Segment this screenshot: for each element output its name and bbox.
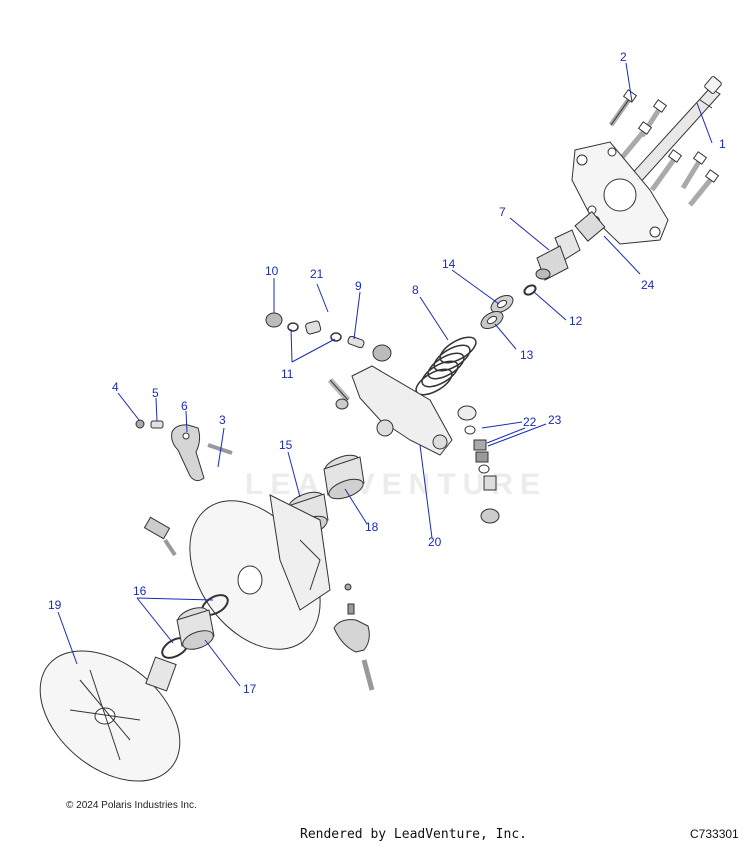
callout-9: 9 <box>355 279 362 293</box>
part-23-22-stack <box>457 405 500 524</box>
part-21-roller <box>305 320 322 335</box>
part-11-washers <box>287 322 342 342</box>
part-8-spring <box>415 336 477 396</box>
callout-6: 6 <box>181 399 188 413</box>
callout-21: 21 <box>310 267 324 281</box>
part-17-bushing <box>176 607 215 650</box>
callout-19: 19 <box>48 598 62 612</box>
movable-sheave <box>189 494 331 650</box>
right-weight <box>333 583 375 691</box>
part-20-arm <box>351 365 453 456</box>
rendered-by-text: Rendered by LeadVenture, Inc. <box>300 827 527 842</box>
part-3-bolt <box>207 443 233 455</box>
leader-lines <box>57 62 713 687</box>
callout-20: 20 <box>428 535 442 549</box>
callout-22: 22 <box>523 415 537 429</box>
callout-7: 7 <box>499 205 506 219</box>
callout-1: 1 <box>719 137 726 151</box>
copyright-text: © 2024 Polaris Industries Inc. <box>66 800 197 811</box>
pin-assembly <box>327 377 351 410</box>
part-7-spacer <box>535 229 581 281</box>
callout-2: 2 <box>620 50 627 64</box>
part-9-pin <box>347 335 365 349</box>
callout-17: 17 <box>243 682 257 696</box>
part-18-bushing <box>323 454 365 500</box>
callout-3: 3 <box>219 413 226 427</box>
part-10-cap <box>265 312 283 328</box>
callout-12: 12 <box>569 314 583 328</box>
callout-16: 16 <box>133 584 147 598</box>
callout-18: 18 <box>365 520 379 534</box>
callout-8: 8 <box>412 283 419 297</box>
callout-24: 24 <box>641 278 655 292</box>
part-5-pin <box>150 420 164 429</box>
callout-23: 23 <box>548 413 562 427</box>
part-14-13-washers <box>480 294 514 330</box>
callout-11: 11 <box>281 367 294 381</box>
part-2-bolts <box>608 89 720 207</box>
part-24-bushing <box>574 210 606 242</box>
callout-15: 15 <box>279 438 293 452</box>
callout-14: 14 <box>442 257 456 271</box>
callout-4: 4 <box>112 380 119 394</box>
callout-5: 5 <box>152 386 159 400</box>
callout-13: 13 <box>520 348 534 362</box>
diagram-code: C733301 <box>690 827 739 841</box>
part-12-oring <box>523 284 537 296</box>
callout-10: 10 <box>265 264 279 278</box>
part-button <box>372 344 392 362</box>
part-6-weight <box>171 424 205 482</box>
part-19-sheave <box>39 650 181 782</box>
part-4-nut <box>135 419 145 429</box>
lever-part <box>143 516 177 557</box>
